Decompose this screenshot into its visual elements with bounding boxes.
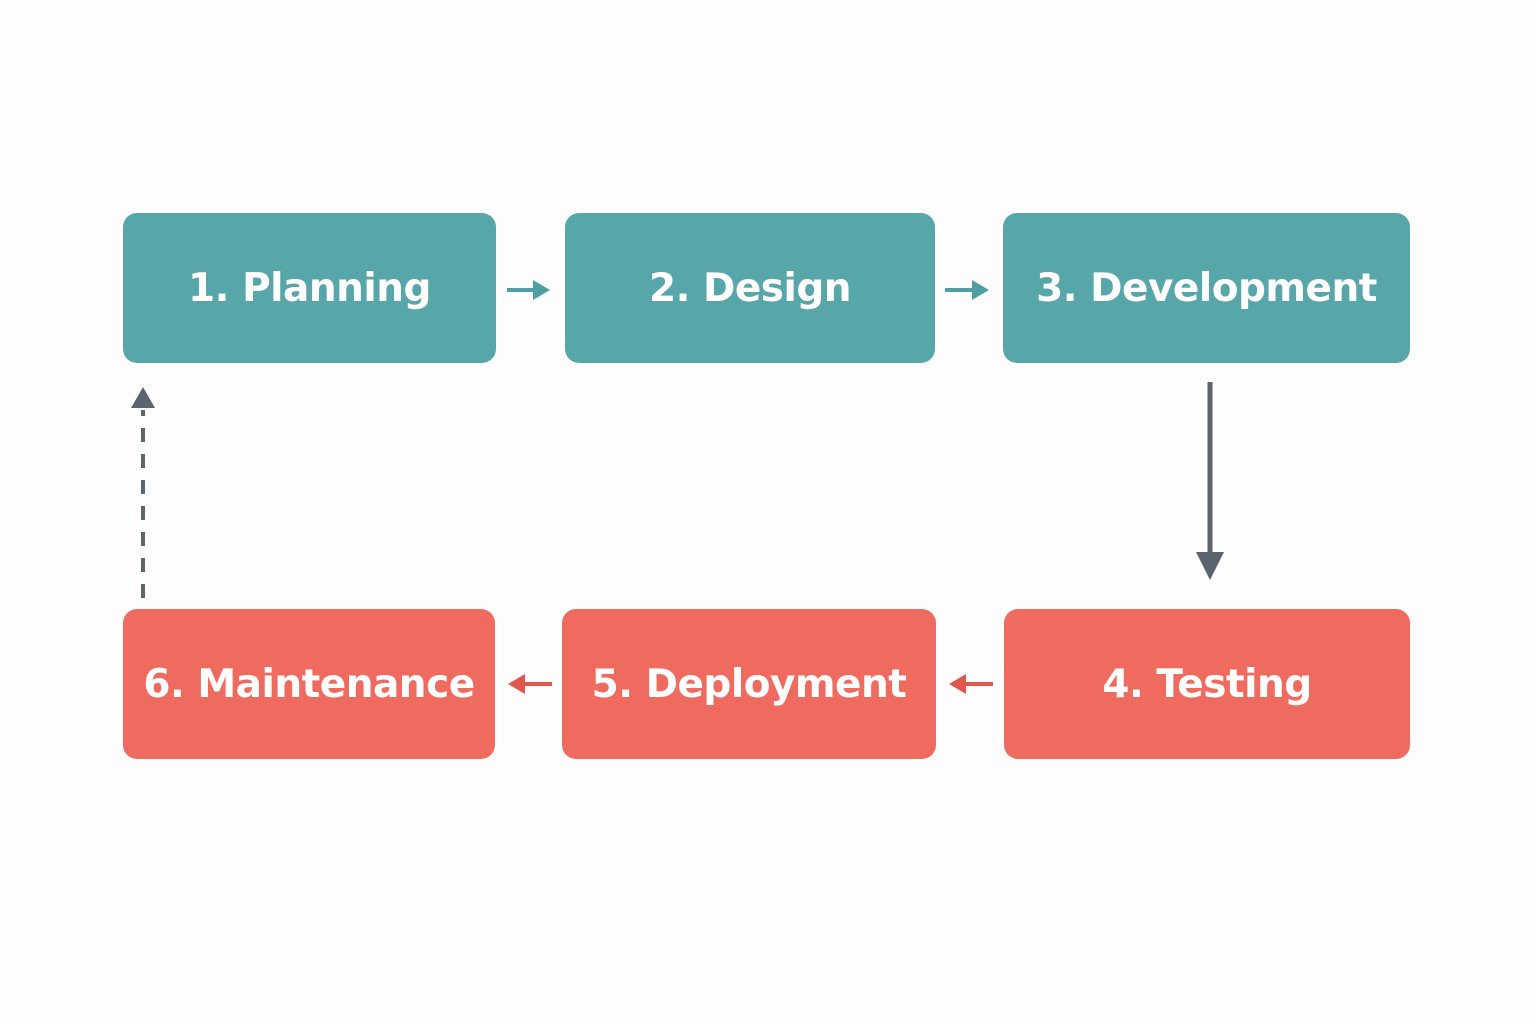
arrow-deployment-to-maintenance: [508, 674, 552, 694]
step-planning: 1. Planning: [123, 213, 496, 363]
step-design: 2. Design: [565, 213, 935, 363]
arrow-planning-to-design: [507, 280, 550, 300]
arrow-design-to-development: [945, 280, 989, 300]
step-testing: 4. Testing: [1004, 609, 1410, 759]
arrow-development-to-testing: [1196, 382, 1224, 580]
step-deployment: 5. Deployment: [562, 609, 936, 759]
arrow-testing-to-deployment: [949, 674, 993, 694]
arrow-maintenance-to-planning-dashed: [131, 387, 155, 598]
step-maintenance: 6. Maintenance: [123, 609, 495, 759]
step-development: 3. Development: [1003, 213, 1410, 363]
